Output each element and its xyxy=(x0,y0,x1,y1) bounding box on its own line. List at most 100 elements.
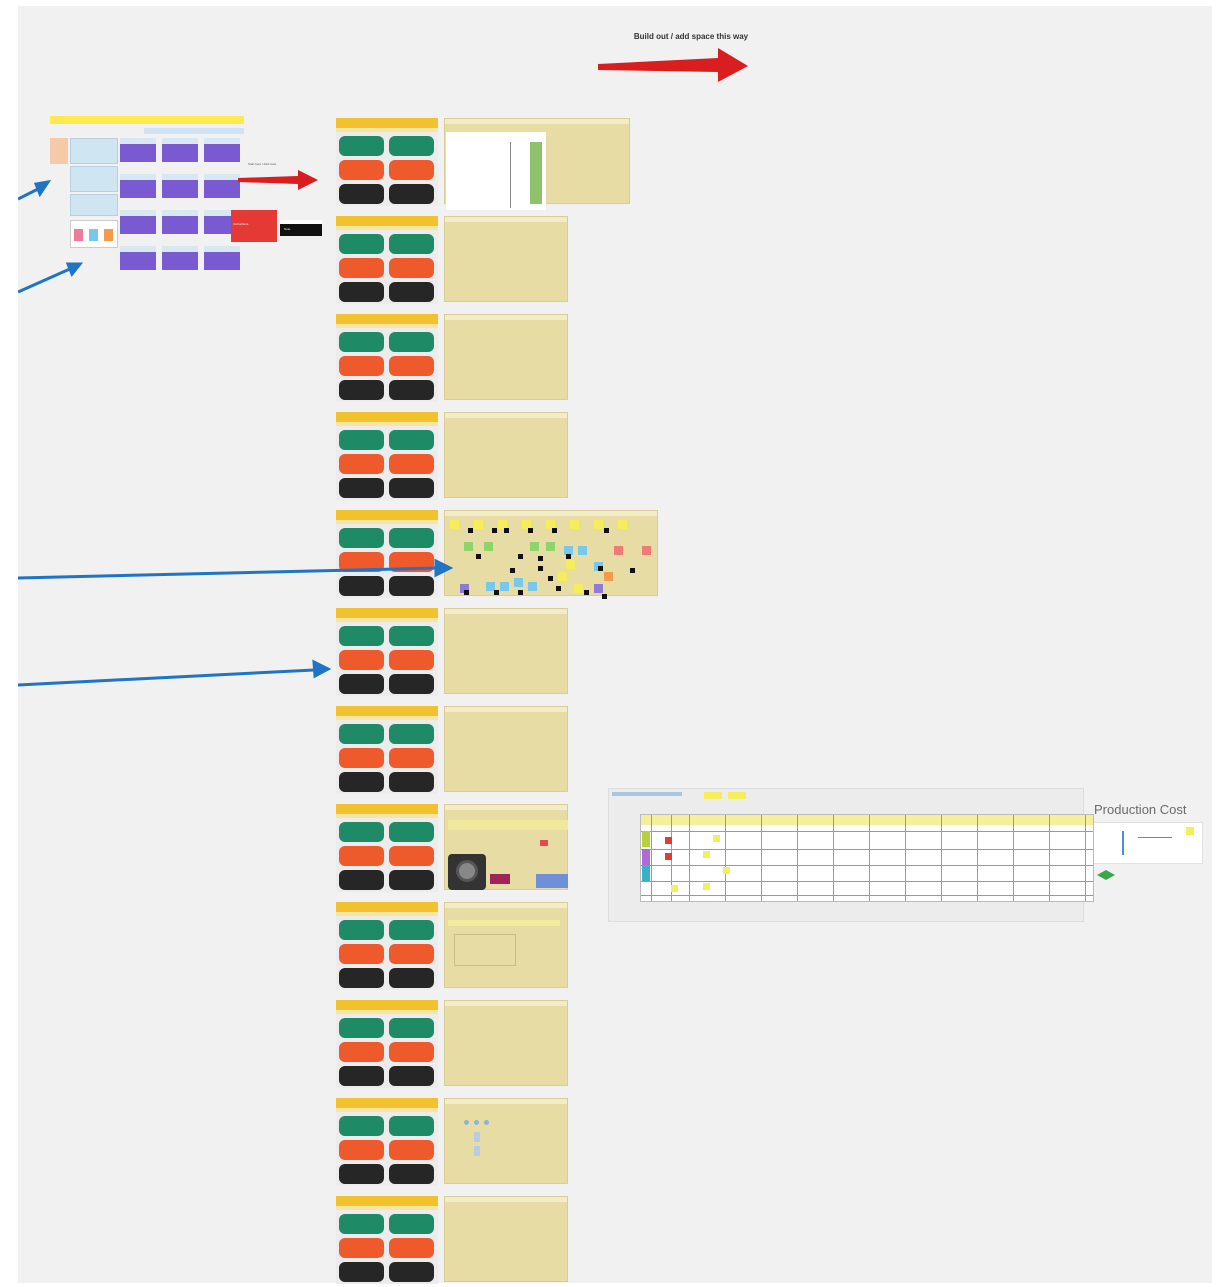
black-action-button[interactable] xyxy=(339,870,384,890)
orange-action-button[interactable] xyxy=(339,454,384,474)
black-action-button[interactable] xyxy=(339,380,384,400)
sticky-note[interactable] xyxy=(500,582,509,591)
green-action-button[interactable] xyxy=(389,1214,434,1234)
black-action-button[interactable] xyxy=(389,576,434,596)
black-action-button[interactable] xyxy=(389,968,434,988)
overview-thumbnail[interactable] xyxy=(120,174,156,198)
row-card[interactable] xyxy=(336,510,438,598)
black-action-button[interactable] xyxy=(389,380,434,400)
sticky-note[interactable] xyxy=(703,883,710,890)
green-action-button[interactable] xyxy=(339,528,384,548)
black-action-button[interactable] xyxy=(339,184,384,204)
orange-action-button[interactable] xyxy=(339,552,384,572)
green-action-button[interactable] xyxy=(339,920,384,940)
row-card[interactable] xyxy=(336,706,438,794)
sticky-note[interactable] xyxy=(486,582,495,591)
sticky-note[interactable] xyxy=(564,546,573,555)
sticky-note[interactable] xyxy=(484,542,493,551)
sticky-note[interactable] xyxy=(614,546,623,555)
overview-thumbnail[interactable] xyxy=(204,174,240,198)
sticky-note[interactable] xyxy=(723,867,730,874)
green-action-button[interactable] xyxy=(389,822,434,842)
green-action-button[interactable] xyxy=(389,234,434,254)
orange-action-button[interactable] xyxy=(389,650,434,670)
orange-action-button[interactable] xyxy=(389,944,434,964)
orange-action-button[interactable] xyxy=(389,160,434,180)
sticky-note[interactable] xyxy=(665,853,672,860)
black-action-button[interactable] xyxy=(389,282,434,302)
black-action-button[interactable] xyxy=(389,674,434,694)
sticky-note[interactable] xyxy=(474,520,483,529)
row-card[interactable] xyxy=(336,1098,438,1186)
sticky-note[interactable] xyxy=(618,520,627,529)
sticky-note[interactable] xyxy=(604,572,613,581)
sticky-note[interactable] xyxy=(498,520,507,529)
green-action-button[interactable] xyxy=(389,626,434,646)
orange-action-button[interactable] xyxy=(389,748,434,768)
green-action-button[interactable] xyxy=(339,1018,384,1038)
overview-thumbnail[interactable] xyxy=(120,246,156,270)
green-action-button[interactable] xyxy=(389,1116,434,1136)
black-action-button[interactable] xyxy=(339,1262,384,1282)
orange-action-button[interactable] xyxy=(339,650,384,670)
row-card[interactable] xyxy=(336,1196,438,1284)
orange-action-button[interactable] xyxy=(339,748,384,768)
black-action-button[interactable] xyxy=(339,772,384,792)
orange-action-button[interactable] xyxy=(389,1140,434,1160)
whiteboard-canvas[interactable]: Build out / add space this way Start her… xyxy=(18,6,1212,1284)
row-detail-panel[interactable] xyxy=(444,216,568,302)
sticky-note[interactable] xyxy=(594,520,603,529)
row-detail-panel[interactable] xyxy=(444,1098,568,1184)
orange-action-button[interactable] xyxy=(389,258,434,278)
row-detail-panel[interactable] xyxy=(444,706,568,792)
black-action-button[interactable] xyxy=(339,478,384,498)
overview-thumbnail[interactable] xyxy=(162,210,198,234)
green-action-button[interactable] xyxy=(339,136,384,156)
sticky-note[interactable] xyxy=(642,546,651,555)
green-action-button[interactable] xyxy=(339,626,384,646)
row-detail-panel[interactable] xyxy=(444,902,568,988)
green-action-button[interactable] xyxy=(339,234,384,254)
row-detail-panel[interactable] xyxy=(444,1196,568,1282)
green-action-button[interactable] xyxy=(389,724,434,744)
row-detail-panel[interactable] xyxy=(444,412,568,498)
black-action-button[interactable] xyxy=(339,1066,384,1086)
instructions-card[interactable]: Instructions xyxy=(231,210,277,242)
overview-thumbnail[interactable] xyxy=(204,138,240,162)
row-detail-panel[interactable] xyxy=(444,314,568,400)
sticky-note[interactable] xyxy=(528,582,537,591)
orange-action-button[interactable] xyxy=(339,1238,384,1258)
row-card[interactable] xyxy=(336,804,438,892)
orange-action-button[interactable] xyxy=(339,1140,384,1160)
orange-action-button[interactable] xyxy=(389,1042,434,1062)
green-action-button[interactable] xyxy=(389,430,434,450)
sticky-note[interactable] xyxy=(464,542,473,551)
black-action-button[interactable] xyxy=(339,1164,384,1184)
green-action-button[interactable] xyxy=(339,724,384,744)
overview-thumbnail[interactable] xyxy=(162,138,198,162)
black-action-button[interactable] xyxy=(389,184,434,204)
orange-action-button[interactable] xyxy=(339,944,384,964)
sticky-note[interactable] xyxy=(578,546,587,555)
black-action-button[interactable] xyxy=(389,478,434,498)
sticky-note[interactable] xyxy=(546,520,555,529)
black-action-button[interactable] xyxy=(339,968,384,988)
row-card[interactable] xyxy=(336,314,438,402)
note-card[interactable]: Note xyxy=(280,220,322,236)
sticky-note[interactable] xyxy=(530,542,539,551)
overview-thumbnail[interactable] xyxy=(204,246,240,270)
row-card[interactable] xyxy=(336,216,438,304)
row-detail-panel[interactable] xyxy=(444,608,568,694)
green-action-button[interactable] xyxy=(339,1214,384,1234)
sticky-note[interactable] xyxy=(703,851,710,858)
green-action-button[interactable] xyxy=(389,920,434,940)
black-action-button[interactable] xyxy=(339,282,384,302)
orange-action-button[interactable] xyxy=(389,1238,434,1258)
orange-action-button[interactable] xyxy=(339,258,384,278)
green-action-button[interactable] xyxy=(339,430,384,450)
sticky-note[interactable] xyxy=(460,584,469,593)
overview-thumbnail[interactable] xyxy=(162,246,198,270)
black-action-button[interactable] xyxy=(339,674,384,694)
overview-thumbnail[interactable] xyxy=(120,138,156,162)
orange-action-button[interactable] xyxy=(339,846,384,866)
